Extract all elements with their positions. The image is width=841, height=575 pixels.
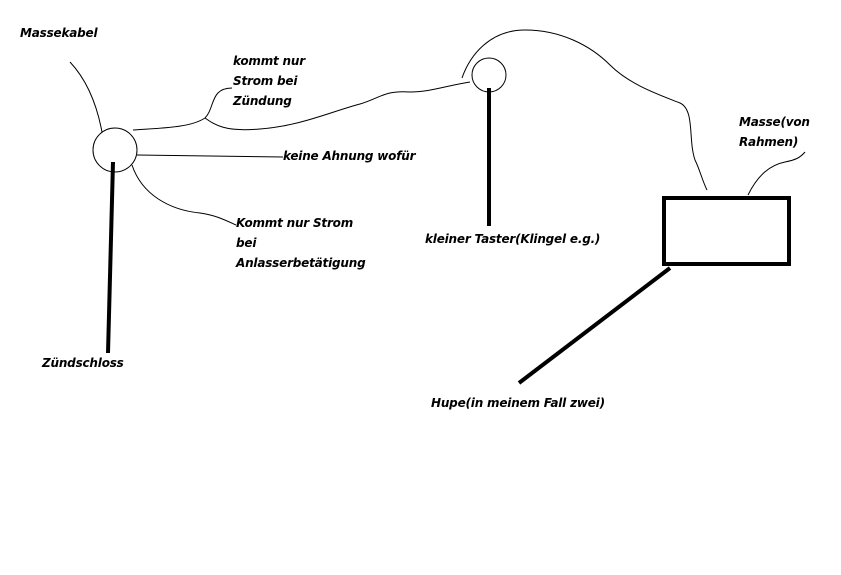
zuendschloss-label: Zündschloss xyxy=(42,356,124,370)
keine-ahnung-label: keine Ahnung wofür xyxy=(283,149,416,163)
ignition-switch-key xyxy=(106,161,115,354)
unknown-purpose-wire xyxy=(136,154,284,158)
horn-box xyxy=(662,196,791,266)
button-circle xyxy=(471,57,507,93)
ignition-wire xyxy=(132,81,471,131)
masse-rahmen-label: Masse(von Rahmen) xyxy=(739,112,810,152)
masse-rahmen-line-1: Masse(von xyxy=(739,115,810,129)
horn-line xyxy=(517,266,672,385)
zuendung-line-2: Strom bei xyxy=(233,74,298,88)
massekabel-label: Massekabel xyxy=(20,26,98,40)
anlasser-label: Kommt nur Strom bei Anlasserbetätigung xyxy=(236,213,366,273)
anlasser-line-3: Anlasserbetätigung xyxy=(236,256,366,270)
starter-wire xyxy=(131,164,237,226)
anlasser-line-2: bei xyxy=(236,236,257,250)
zuendung-label: kommt nur Strom bei Zündung xyxy=(233,51,305,111)
zuendung-line-1: kommt nur xyxy=(233,54,305,68)
horn-feed-wire xyxy=(461,29,708,191)
zuendung-line-3: Zündung xyxy=(233,94,292,108)
ignition-switch-circle xyxy=(92,127,138,173)
frame-ground-wire xyxy=(747,151,806,196)
masse-rahmen-line-2: Rahmen) xyxy=(739,135,799,149)
hupe-label: Hupe(in meinem Fall zwei) xyxy=(431,396,605,410)
ground-cable-wire xyxy=(69,61,103,133)
taster-label: kleiner Taster(Klingel e.g.) xyxy=(425,232,601,246)
anlasser-line-1: Kommt nur Strom xyxy=(236,216,354,230)
